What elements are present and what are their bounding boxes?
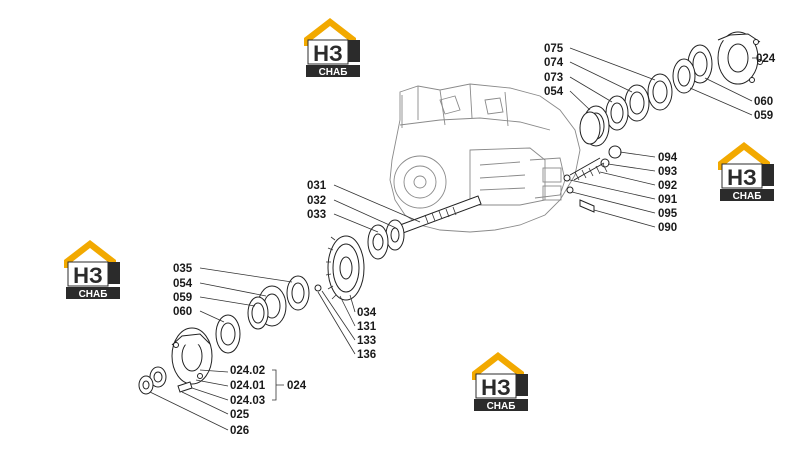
label-060: 060	[754, 96, 773, 108]
logo-graphic: НЗ СНАБ	[64, 240, 120, 300]
center-shaft-parts	[314, 195, 482, 301]
svg-text:НЗ: НЗ	[73, 263, 103, 288]
upper-right-parts	[563, 31, 763, 213]
label-054: 054	[544, 86, 564, 98]
svg-text:НЗ: НЗ	[481, 375, 511, 400]
gearbox-housing	[389, 83, 581, 233]
label-074: 074	[544, 57, 564, 69]
logo-graphic: НЗ СНАБ	[472, 352, 528, 412]
label-073: 073	[544, 72, 563, 84]
label-024-group: 024	[287, 380, 307, 392]
label-060-lower: 060	[173, 306, 192, 318]
label-095: 095	[658, 208, 678, 220]
label-092: 092	[658, 180, 677, 192]
label-034: 034	[357, 307, 377, 319]
label-133: 133	[357, 335, 376, 347]
label-033: 033	[307, 209, 326, 221]
part-labels: 075 074 073 054 024 060 059 094 093 092 …	[173, 43, 776, 437]
logo-watermark-left: НЗ СНАБ	[62, 238, 126, 300]
label-059: 059	[754, 110, 773, 122]
label-054-lower: 054	[173, 278, 193, 290]
logo-graphic: НЗ СНАБ	[304, 18, 360, 78]
label-094: 094	[658, 152, 678, 164]
label-035: 035	[173, 263, 193, 275]
logo-watermark-right: НЗ СНАБ	[716, 140, 780, 202]
label-090: 090	[658, 222, 677, 234]
svg-text:СНАБ: СНАБ	[319, 67, 348, 78]
svg-text:СНАБ: СНАБ	[79, 289, 108, 300]
lower-left-parts	[138, 275, 310, 395]
label-031: 031	[307, 180, 327, 192]
label-024-03: 024.03	[230, 395, 265, 407]
label-024-02: 024.02	[230, 365, 265, 377]
label-075: 075	[544, 43, 564, 55]
svg-text:СНАБ: СНАБ	[733, 191, 762, 202]
label-136: 136	[357, 349, 376, 361]
label-091: 091	[658, 194, 678, 206]
label-032: 032	[307, 195, 326, 207]
leader-lines	[149, 47, 758, 431]
logo-watermark-bottom: НЗ СНАБ	[470, 350, 534, 412]
label-059-lower: 059	[173, 292, 192, 304]
svg-text:НЗ: НЗ	[727, 165, 757, 190]
logo-graphic: НЗ СНАБ	[718, 142, 774, 202]
logo-watermark-top: НЗ СНАБ	[302, 16, 366, 78]
label-026: 026	[230, 425, 249, 437]
label-131: 131	[357, 321, 377, 333]
label-025: 025	[230, 409, 250, 421]
svg-text:СНАБ: СНАБ	[487, 401, 516, 412]
label-024-01: 024.01	[230, 380, 266, 392]
label-024: 024	[756, 53, 776, 65]
label-093: 093	[658, 166, 677, 178]
svg-text:НЗ: НЗ	[313, 41, 343, 66]
